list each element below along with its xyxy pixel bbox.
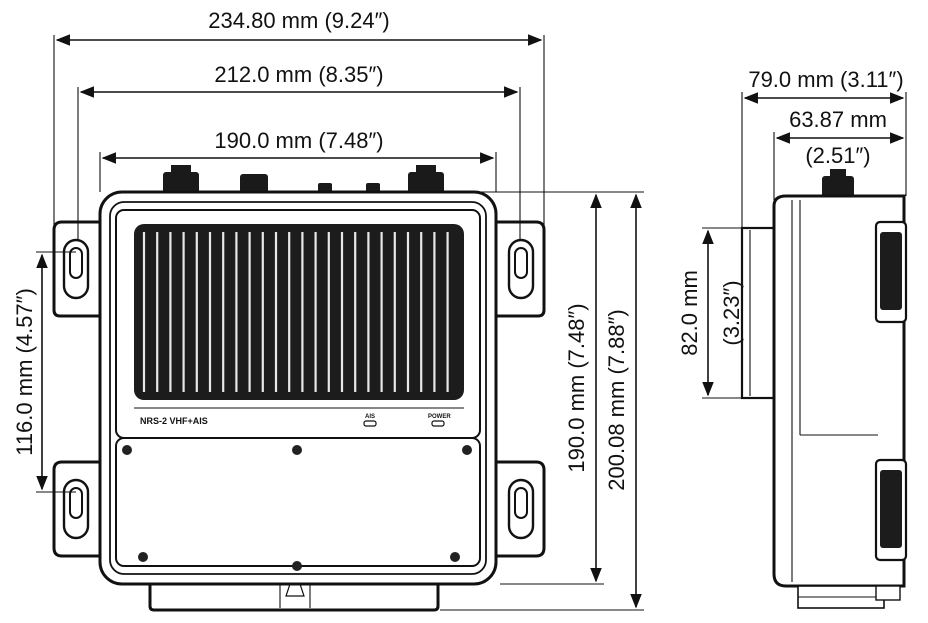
dim-mount-width: 212.0 mm (8.35″) [77, 62, 521, 240]
mounting-ear-bottom-left [52, 460, 100, 558]
indicator-power-label: POWER [428, 414, 451, 420]
mounting-ear-top-right [496, 220, 546, 318]
front-housing-inner-edge [109, 201, 487, 575]
dim-body-width-label: 190.0 mm (7.48″) [214, 128, 383, 153]
dim-overall-depth-label: 79.0 mm (3.11″) [748, 67, 903, 92]
side-connector [822, 176, 854, 198]
indicator-ais-led [363, 420, 377, 427]
side-bottom-fittings [797, 585, 901, 609]
dim-overall-height-label: 200.08 mm (7.88″) [604, 309, 629, 490]
dim-mount-height: 116.0 mm (4.57″) [12, 251, 76, 493]
panel-screws [122, 445, 472, 571]
mounting-ear-bottom-right [496, 460, 546, 558]
dim-window-height-label-2: (3.23″) [719, 280, 744, 345]
side-ear-lower [874, 458, 908, 562]
lower-panel [115, 437, 481, 567]
dim-overall-width-label: 234.80 mm (9.24″) [208, 8, 389, 33]
dim-body-height: 190.0 mm (7.48″) [496, 191, 604, 585]
front-view: NRS-2 VHF+AIS AIS POWER 234.80 mm (9.24″… [12, 8, 644, 612]
dim-body-width: 190.0 mm (7.48″) [99, 128, 497, 192]
dim-mount-height-label: 116.0 mm (4.57″) [12, 288, 37, 456]
dim-body-height-label: 190.0 mm (7.48″) [564, 303, 589, 472]
side-flange [740, 226, 776, 400]
dim-body-depth-label-2: (2.51″) [805, 143, 870, 168]
dim-body-depth: 63.87 mm (2.51″) [773, 107, 905, 200]
side-view: 79.0 mm (3.11″) 63.87 mm (2.51″) 82.0 mm… [677, 67, 908, 609]
dim-window-height-label-1: 82.0 mm [677, 270, 702, 356]
dim-overall-height: 200.08 mm (7.88″) [440, 191, 644, 611]
heatsink-fin-lines [142, 232, 449, 392]
indicator-power-led [431, 420, 445, 427]
dim-mount-width-label: 212.0 mm (8.35″) [214, 62, 383, 87]
side-housing [772, 194, 906, 588]
mounting-ear-top-left [52, 220, 100, 318]
dim-window-height: 82.0 mm (3.23″) [677, 227, 744, 399]
bottom-feet [148, 582, 440, 612]
side-ear-upper [874, 220, 908, 324]
dim-overall-depth: 79.0 mm (3.11″) [741, 67, 907, 228]
dim-body-depth-label-1: 63.87 mm [789, 107, 887, 132]
device-model-label: NRS-2 VHF+AIS [140, 416, 208, 426]
top-connectors [163, 165, 444, 194]
dim-overall-width: 234.80 mm (9.24″) [53, 8, 545, 225]
indicator-ais-label: AIS [365, 414, 375, 420]
